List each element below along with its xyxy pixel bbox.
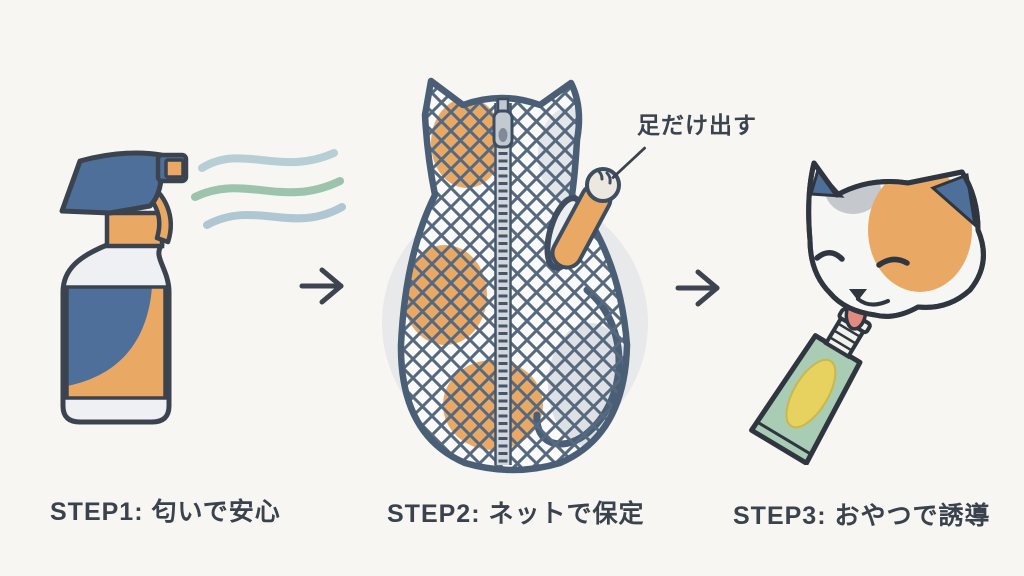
treat-tube xyxy=(749,307,872,465)
step1-caption: STEP1: 匂いで安心 xyxy=(50,498,281,526)
tube-label xyxy=(785,358,837,429)
cat-licking-treat-tube-illustration xyxy=(749,160,986,465)
arrow-right-icon xyxy=(675,269,720,307)
annotation-label: 足だけ出す xyxy=(637,112,757,138)
zipper xyxy=(492,97,514,465)
left-eye xyxy=(814,250,845,262)
cat-face xyxy=(814,250,910,307)
right-ear-inner xyxy=(930,172,978,229)
paw-hole-and-paw xyxy=(544,167,621,271)
cat-in-mesh-bag-illustration xyxy=(382,77,648,474)
scent-waves-icon xyxy=(191,149,346,229)
arrow-right-icon xyxy=(299,267,344,305)
bag-outline xyxy=(397,77,631,474)
spray-nozzle-tip xyxy=(164,158,185,179)
right-eye xyxy=(876,256,910,268)
spray-head xyxy=(59,150,164,216)
step2-caption: STEP2: ネットで保定 xyxy=(387,500,645,528)
bottle-neck-collar xyxy=(104,210,165,249)
mouth xyxy=(856,297,890,307)
bottle-label xyxy=(65,285,167,400)
spray-bottle-illustration xyxy=(59,149,346,425)
nose xyxy=(848,289,868,301)
step3-caption: STEP3: おやつで誘導 xyxy=(733,502,991,530)
